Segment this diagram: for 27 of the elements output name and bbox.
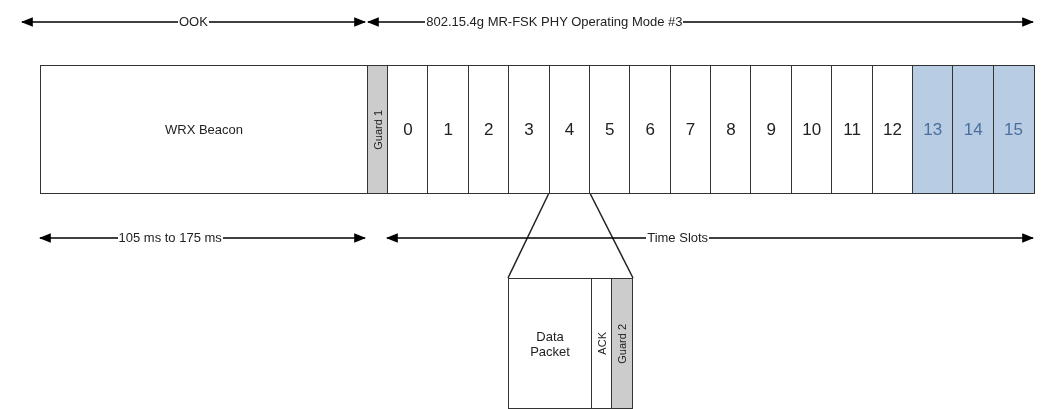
guard-interval: Guard 2 bbox=[611, 278, 633, 409]
time-slot: 9 bbox=[750, 65, 793, 194]
expansion-line bbox=[589, 193, 634, 279]
time-slot: 7 bbox=[669, 65, 712, 194]
time-slot: 12 bbox=[871, 65, 914, 194]
guard-interval: Guard 1 bbox=[367, 65, 388, 194]
dimension-label: Time Slots bbox=[646, 230, 710, 245]
dimension-label: OOK bbox=[178, 14, 209, 29]
data-packet-field: Data Packet bbox=[508, 278, 592, 409]
time-slot: 8 bbox=[710, 65, 752, 194]
time-slot: 4 bbox=[548, 65, 591, 194]
time-slot: 1 bbox=[427, 65, 470, 194]
time-slot: 10 bbox=[790, 65, 833, 194]
beacon-field: WRX Beacon bbox=[40, 65, 368, 194]
time-slot: 2 bbox=[467, 65, 510, 194]
dimension-label: 802.15.4g MR-FSK PHY Operating Mode #3 bbox=[425, 14, 684, 29]
ack-field: ACK bbox=[591, 278, 612, 409]
time-slot: 0 bbox=[387, 65, 429, 194]
time-slot: 15 bbox=[992, 65, 1035, 194]
time-slot: 11 bbox=[831, 65, 873, 194]
time-slot: 14 bbox=[952, 65, 995, 194]
time-slot: 3 bbox=[508, 65, 550, 194]
expansion-line bbox=[507, 193, 550, 279]
dimension-label: 105 ms to 175 ms bbox=[117, 230, 223, 245]
time-slot: 13 bbox=[911, 65, 954, 194]
time-slot: 5 bbox=[588, 65, 631, 194]
time-slot: 6 bbox=[629, 65, 672, 194]
